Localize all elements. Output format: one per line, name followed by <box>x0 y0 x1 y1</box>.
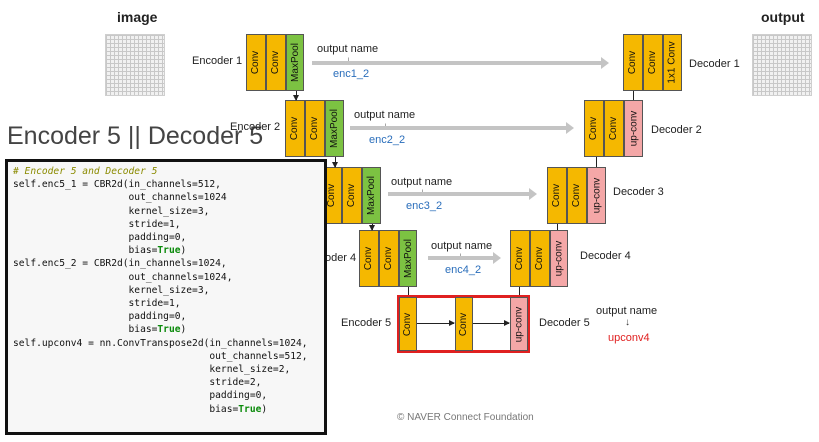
upconv4-name: upconv4 <box>608 332 650 344</box>
skip3-connection-arrow <box>388 188 537 200</box>
dec1-conv1-block: Conv <box>623 34 643 91</box>
dec5-upconv-block: up-conv <box>510 297 528 351</box>
dec3-to-dec2-line <box>596 157 597 167</box>
dec4-conv2-block: Conv <box>530 230 550 287</box>
skip2-connection-arrow <box>350 122 574 134</box>
skip1-connection-arrow <box>312 57 609 69</box>
enc4-conv2-block: Conv <box>379 230 399 287</box>
copyright-footer: © NAVER Connect Foundation <box>397 412 534 423</box>
encoder-5-label: Encoder 5 <box>341 317 392 329</box>
code-line: padding=0, <box>13 390 268 402</box>
decoder-2-label: Decoder 2 <box>651 124 702 136</box>
code-line: stride=1, <box>13 298 181 310</box>
decoder-4-label: Decoder 4 <box>580 250 631 262</box>
enc4-to-enc5-line <box>408 287 409 295</box>
enc1-to-enc2-line <box>293 91 299 101</box>
image-heading: image <box>117 9 158 25</box>
encoder-2-label: Encoder 2 <box>230 121 281 133</box>
code-line: kernel_size=2, <box>13 364 291 376</box>
skip4-name: enc4_2 <box>445 264 482 276</box>
enc4-conv1-block: Conv <box>359 230 379 287</box>
skip1-down-arrow-icon: ↓ <box>346 55 351 66</box>
code-line: bias=True) <box>13 245 187 257</box>
code-panel: # Encoder 5 and Decoder 5 self.enc5_1 = … <box>5 159 327 435</box>
dec2-upconv-block: up-conv <box>624 100 643 157</box>
output-image-grid <box>752 34 812 96</box>
enc2-to-enc3-line <box>332 157 338 168</box>
skip2-name: enc2_2 <box>369 134 406 146</box>
enc4-maxpool-block: MaxPool <box>399 230 417 287</box>
input-image-grid <box>105 34 165 96</box>
skip4-connection-arrow <box>428 252 501 264</box>
dec5-to-dec4-line <box>519 287 520 295</box>
enc2-conv2-block: Conv <box>305 100 325 157</box>
code-line: out_channels=512, <box>13 350 308 362</box>
code-line: self.enc5_1 = CBR2d(in_channels=512, <box>13 179 221 191</box>
code-line: bias=True) <box>13 403 268 415</box>
dec3-conv2-block: Conv <box>567 167 587 224</box>
code-keyword: True <box>238 403 262 415</box>
dec1-1x1conv-block: 1x1 Conv <box>663 34 682 91</box>
encoder-1-label: Encoder 1 <box>192 55 243 67</box>
code-line: padding=0, <box>13 232 187 244</box>
slide-title: Encoder 5 || Decoder 5 <box>7 122 264 150</box>
code-keyword: True <box>157 245 181 257</box>
dec3-upconv-block: up-conv <box>587 167 606 224</box>
skip3-name: enc3_2 <box>406 200 443 212</box>
enc3-to-enc4-line <box>369 224 375 231</box>
code-line-comment: # Encoder 5 and Decoder 5 <box>13 166 158 177</box>
enc1-conv1-block: Conv <box>246 34 266 91</box>
dec2-to-dec1-line <box>633 91 634 100</box>
dec3-conv1-block: Conv <box>547 167 567 224</box>
skip1-output-name: output name <box>317 43 379 55</box>
enc5-conv2-to-upconv-arrow <box>473 320 510 326</box>
decoder-5-label: Decoder 5 <box>539 317 590 329</box>
code-line: padding=0, <box>13 311 187 323</box>
skip3-output-name: output name <box>391 176 453 188</box>
code-line: out_channels=1024, <box>13 271 233 283</box>
code-line: kernel_size=3, <box>13 284 210 296</box>
code-line: self.enc5_2 = CBR2d(in_channels=1024, <box>13 258 227 270</box>
upconv4-down-arrow-icon: ↓ <box>625 317 630 328</box>
dec1-conv2-block: Conv <box>643 34 663 91</box>
code-line: out_channels=1024 <box>13 192 227 204</box>
enc5-conv1-block: Conv <box>399 297 417 351</box>
enc2-maxpool-block: MaxPool <box>325 100 344 157</box>
code-block: # Encoder 5 and Decoder 5 self.enc5_1 = … <box>8 162 324 416</box>
skip4-output-name: output name <box>431 240 493 252</box>
dec4-conv1-block: Conv <box>510 230 530 287</box>
enc5-conv2-block: Conv <box>455 297 473 351</box>
dec2-conv2-block: Conv <box>604 100 624 157</box>
dec4-to-dec3-line <box>557 224 558 230</box>
decoder-3-label: Decoder 3 <box>613 186 664 198</box>
enc3-conv2-block: Conv <box>342 167 362 224</box>
code-line: stride=2, <box>13 377 262 389</box>
code-keyword: True <box>157 324 181 336</box>
bottleneck-highlight-box <box>397 295 530 353</box>
enc1-maxpool-block: MaxPool <box>286 34 304 91</box>
dec4-upconv-block: up-conv <box>550 230 568 287</box>
output-heading: output <box>761 9 805 25</box>
enc1-conv2-block: Conv <box>266 34 286 91</box>
code-line: stride=1, <box>13 218 181 230</box>
enc3-maxpool-block: MaxPool <box>362 167 381 224</box>
code-line: bias=True) <box>13 324 187 336</box>
dec2-conv1-block: Conv <box>584 100 604 157</box>
enc5-conv1-to-conv2-arrow <box>417 320 455 326</box>
skip2-output-name: output name <box>354 109 416 121</box>
code-line: self.upconv4 = nn.ConvTranspose2d(in_cha… <box>13 337 308 349</box>
enc2-conv1-block: Conv <box>285 100 305 157</box>
skip1-name: enc1_2 <box>333 68 370 80</box>
decoder-1-label: Decoder 1 <box>689 58 740 70</box>
code-line: kernel_size=3, <box>13 205 210 217</box>
upconv4-output-name: output name <box>596 305 658 317</box>
